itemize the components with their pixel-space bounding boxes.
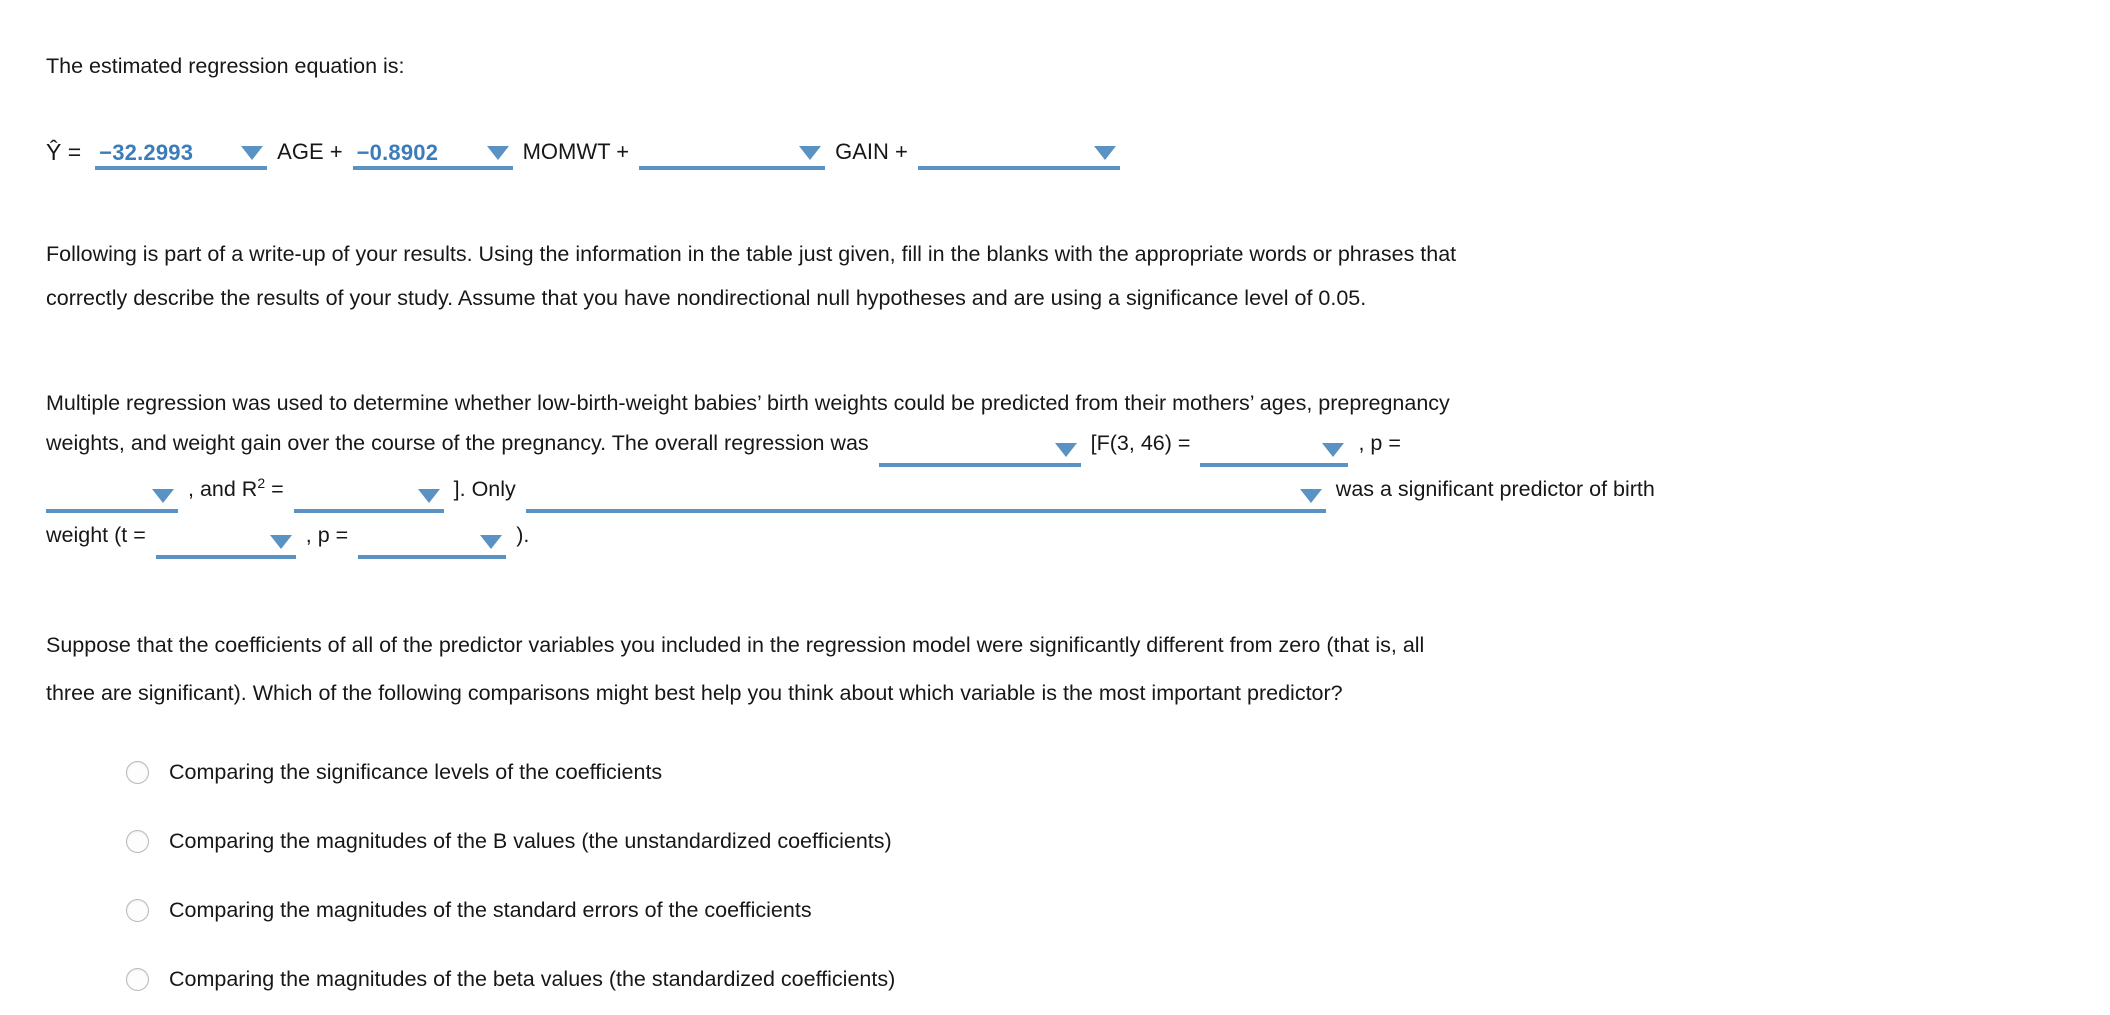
regression-equation-row: Ŷ = −32.2993 AGE + −0.8902 MOMWT + GAIN …	[46, 139, 1120, 170]
chevron-down-icon	[417, 489, 440, 503]
chevron-down-icon	[1299, 489, 1322, 503]
predictor-dropdown[interactable]	[525, 483, 1326, 513]
coefficient-value-age: −32.2993	[99, 140, 194, 165]
instructions-line-1: Following is part of a write-up of your …	[46, 242, 1457, 266]
overall-regression-dropdown[interactable]	[878, 437, 1081, 467]
option-label: Comparing the magnitudes of the standard…	[169, 897, 812, 922]
coefficient-dropdown-gain[interactable]	[639, 140, 826, 170]
chevron-down-icon	[1054, 443, 1077, 457]
option-beta-values[interactable]: Comparing the magnitudes of the beta val…	[126, 962, 895, 996]
equation-term-momwt: MOMWT +	[522, 139, 630, 164]
chevron-down-icon	[1322, 443, 1345, 457]
chevron-down-icon	[152, 489, 174, 503]
p-value-predictor-dropdown[interactable]	[358, 529, 507, 559]
equation-term-gain: GAIN +	[835, 139, 908, 164]
writeup-text-r2: , and R2 =	[188, 474, 284, 501]
writeup-text-p: , p =	[1358, 431, 1401, 455]
instructions-line-2: correctly describe the results of your s…	[46, 286, 1367, 310]
chevron-down-icon	[486, 146, 509, 160]
radio-button-icon[interactable]	[126, 760, 149, 784]
page-title: The estimated regression equation is:	[46, 54, 405, 78]
option-label: Comparing the significance levels of the…	[169, 759, 663, 784]
chevron-down-icon	[269, 535, 292, 549]
coefficient-dropdown-constant[interactable]	[917, 140, 1120, 170]
writeup-text-only: ]. Only	[453, 477, 516, 501]
equation-term-age: AGE +	[277, 139, 343, 164]
equation-lead: Ŷ =	[46, 139, 82, 165]
p-value-overall-dropdown[interactable]	[46, 483, 178, 513]
t-value-dropdown[interactable]	[155, 529, 296, 559]
writeup-text-close: ).	[516, 523, 530, 547]
f-value-dropdown[interactable]	[1200, 437, 1349, 467]
chevron-down-icon	[799, 146, 822, 160]
superscript-two: 2	[257, 474, 266, 491]
writeup-line-3: , and R2 = ]. Only was a significant pre…	[46, 474, 1655, 513]
radio-button-icon[interactable]	[126, 967, 149, 991]
writeup-text-overall: weights, and weight gain over the course…	[46, 431, 869, 455]
coefficient-value-momwt: −0.8902	[356, 140, 439, 165]
writeup-text-f-stat: [F(3, 46) =	[1090, 431, 1191, 455]
chevron-down-icon	[1093, 146, 1116, 160]
option-significance-levels[interactable]: Comparing the significance levels of the…	[126, 755, 662, 789]
coefficient-dropdown-age[interactable]: −32.2993	[95, 140, 268, 170]
option-standard-errors[interactable]: Comparing the magnitudes of the standard…	[126, 893, 812, 927]
writeup-line-2: weights, and weight gain over the course…	[46, 428, 1401, 467]
writeup-text-p2: , p =	[305, 523, 349, 547]
chevron-down-icon	[241, 146, 264, 160]
writeup-line-4: weight (t = , p = ).	[46, 520, 529, 559]
question-line-2: three are significant). Which of the fol…	[46, 681, 1343, 705]
coefficient-dropdown-momwt[interactable]: −0.8902	[352, 140, 513, 170]
writeup-line-1: Multiple regression was used to determin…	[46, 391, 1450, 415]
option-label: Comparing the magnitudes of the beta val…	[169, 966, 896, 991]
radio-button-icon[interactable]	[126, 898, 149, 922]
radio-button-icon[interactable]	[126, 829, 149, 853]
r-squared-dropdown[interactable]	[293, 483, 444, 513]
question-line-1: Suppose that the coefficients of all of …	[46, 633, 1425, 657]
option-label: Comparing the magnitudes of the B values…	[169, 828, 892, 853]
writeup-text-t: weight (t =	[46, 523, 146, 547]
writeup-text-predictor-tail: was a significant predictor of birth	[1335, 477, 1655, 501]
chevron-down-icon	[480, 535, 503, 549]
option-b-values[interactable]: Comparing the magnitudes of the B values…	[126, 824, 892, 858]
